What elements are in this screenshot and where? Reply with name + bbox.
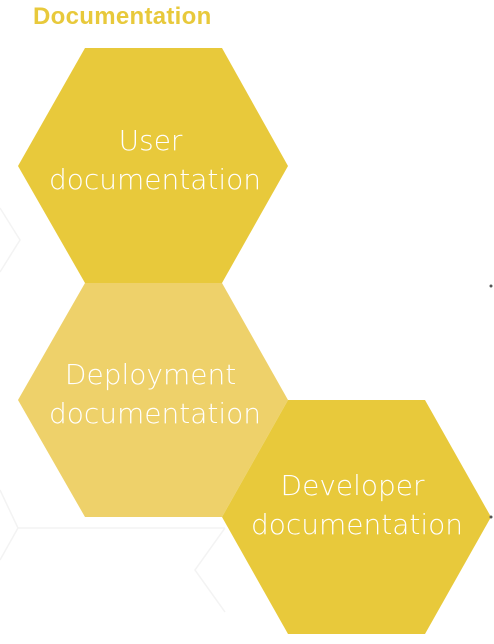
hex-label-line-2: documentation <box>49 397 261 430</box>
edge-marker-dot <box>489 515 493 519</box>
hexagon-shape <box>18 283 288 517</box>
hexagon-shape <box>222 400 491 634</box>
hex-label-line-2: documentation <box>251 508 463 541</box>
hex-label-line-1: User <box>119 124 183 157</box>
edge-marker-dot <box>489 284 493 288</box>
svg-text:Developer documentation: Developer documentation <box>251 469 463 541</box>
svg-text:Deployment documentation: Deployment documentation <box>49 358 261 430</box>
page-title: Documentation <box>33 3 212 30</box>
background-honeycomb <box>0 207 226 613</box>
hexagon-shape <box>18 48 288 283</box>
svg-text:User documentation: User documentation <box>49 124 261 196</box>
hex-label-line-1: Deployment <box>65 358 236 391</box>
hex-label-line-1: Developer <box>281 469 425 502</box>
hex-label-line-2: documentation <box>49 163 261 196</box>
hexagon-developer-documentation[interactable]: Developer documentation <box>222 400 491 634</box>
hexagon-deployment-documentation[interactable]: Deployment documentation <box>18 283 288 517</box>
hexagon-user-documentation[interactable]: User documentation <box>18 48 288 283</box>
